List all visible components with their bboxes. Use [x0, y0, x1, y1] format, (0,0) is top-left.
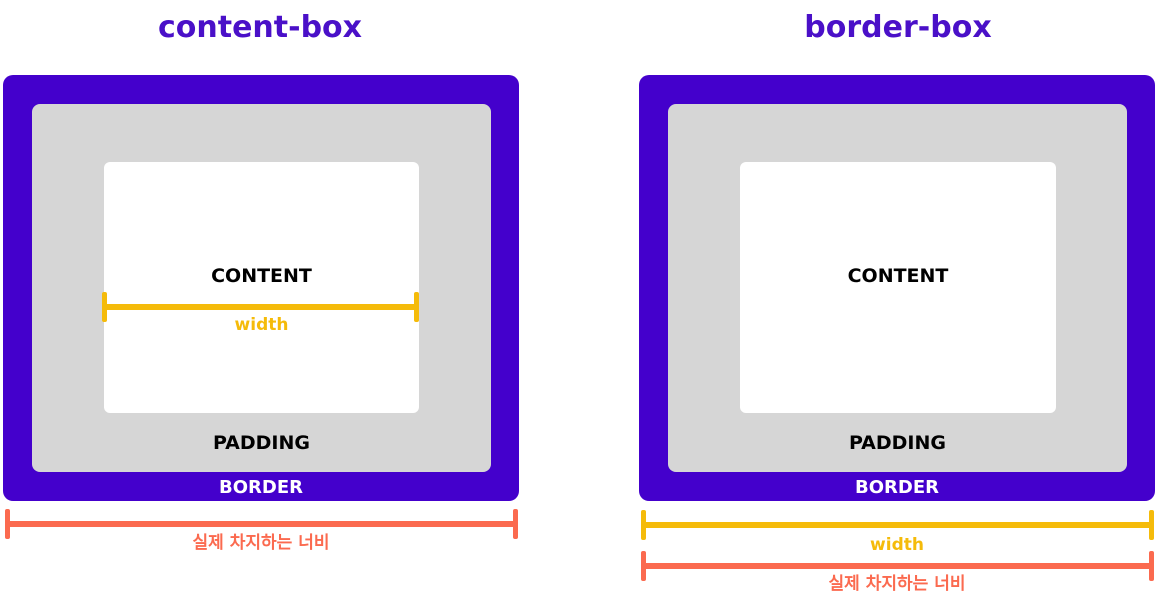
border-box-title: border-box: [804, 10, 992, 45]
content-box-actual-width-label: 실제 차지하는 너비: [192, 533, 330, 553]
content-box-padding-label: PADDING: [213, 432, 310, 454]
border-box-content-area: [740, 162, 1056, 413]
content-box-border-label: BORDER: [219, 477, 303, 498]
border-box-content-label: CONTENT: [847, 265, 949, 287]
content-box-content-label: CONTENT: [211, 265, 312, 287]
content-box-title: content-box: [157, 10, 363, 45]
content-box-width-bar: [104, 304, 418, 310]
border-box-border-label: BORDER: [855, 477, 939, 498]
border-box-width-bar: [643, 522, 1153, 528]
content-box-width-cap-right: [414, 292, 419, 322]
border-box-padding-label: PADDING: [849, 432, 946, 454]
content-box-actual-cap-right: [513, 509, 518, 539]
border-box-width-cap-right: [1149, 510, 1154, 540]
content-box-content-area: [104, 162, 419, 413]
border-box-actual-bar: [643, 563, 1153, 569]
border-box-actual-width-label: 실제 차지하는 너비: [828, 574, 966, 594]
border-box-actual-cap-right: [1149, 551, 1154, 581]
content-box-actual-bar: [7, 521, 517, 527]
content-box-width-label: width: [234, 315, 289, 335]
border-box-width-label: width: [870, 535, 924, 555]
